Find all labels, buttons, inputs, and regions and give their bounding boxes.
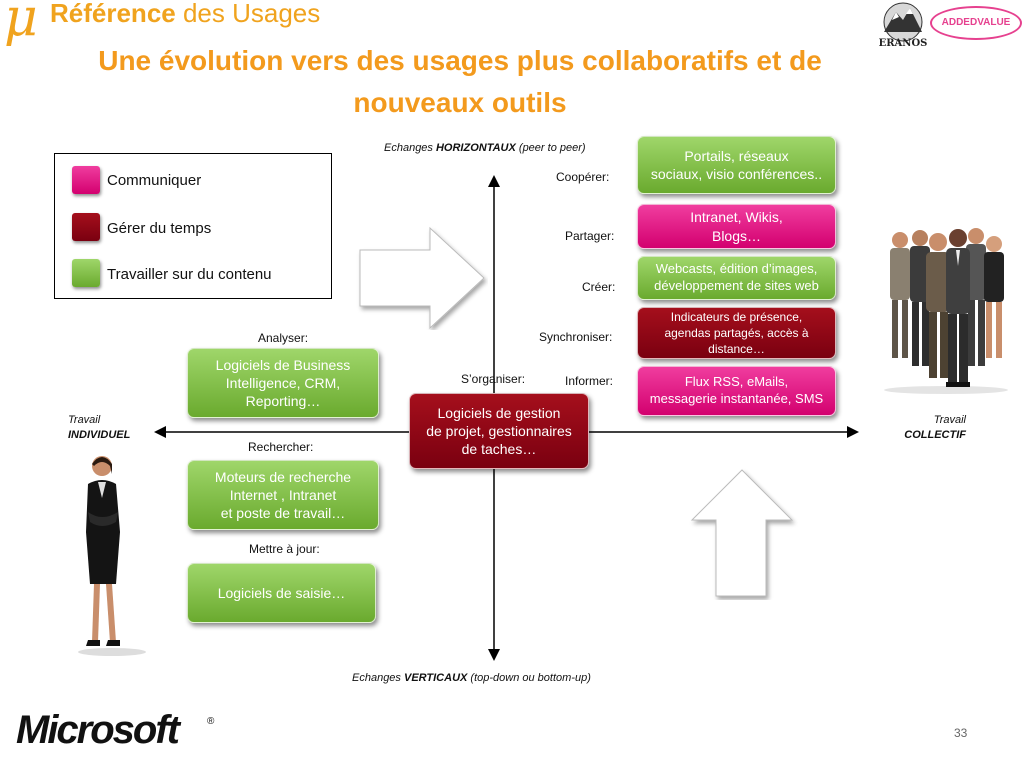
- microsoft-logo: Microsoft: [16, 708, 180, 752]
- label-mettre-a-jour: Mettre à jour:: [249, 542, 320, 556]
- legend-label-contenu: Travailler sur du contenu: [107, 266, 272, 283]
- label-cooperer: Coopérer:: [556, 170, 610, 184]
- box-intranet: Intranet, Wikis,Blogs…: [637, 204, 836, 249]
- usages-word: des Usages: [175, 0, 321, 28]
- label-partager: Partager:: [565, 229, 615, 243]
- title-line-2: nouveaux outils: [353, 87, 567, 118]
- legend-swatch-gerer-temps: [72, 213, 100, 241]
- legend: [54, 153, 332, 299]
- page-number: 33: [954, 726, 968, 740]
- up-arrow-icon: [690, 469, 794, 597]
- label-sorganiser: S’organiser:: [461, 372, 526, 386]
- page-title: Une évolution vers des usages plus colla…: [60, 40, 860, 124]
- addedvalue-logo-text: ADDEDVALUE: [941, 17, 1011, 28]
- right-arrow-icon: [359, 226, 485, 330]
- business-team-icon: [884, 228, 1008, 394]
- reference-word: Référence: [50, 0, 176, 28]
- businesswoman-icon: [78, 456, 146, 656]
- legend-swatch-communiquer: [72, 166, 100, 194]
- label-analyser: Analyser:: [258, 331, 309, 345]
- label-creer: Créer:: [582, 280, 616, 294]
- box-saisie: Logiciels de saisie…: [187, 563, 376, 623]
- bottom-axis-label: Echanges VERTICAUX (top-down ou bottom-u…: [352, 672, 591, 684]
- registered-mark: ®: [207, 716, 215, 727]
- legend-swatch-contenu: [72, 259, 100, 287]
- box-flux: Flux RSS, eMails,messagerie instantanée,…: [637, 366, 836, 416]
- eranos-logo-icon: [883, 2, 923, 42]
- top-axis-label: Echanges HORIZONTAUX (peer to peer): [384, 142, 586, 154]
- legend-label-communiquer: Communiquer: [107, 172, 202, 189]
- addedvalue-logo-ring: [930, 6, 1022, 40]
- eranos-logo-text: ERANOS: [878, 38, 928, 49]
- label-rechercher: Rechercher:: [248, 440, 314, 454]
- reference-usages-heading: Référence des Usages: [50, 0, 320, 26]
- label-synchroniser: Synchroniser:: [539, 330, 613, 344]
- label-informer: Informer:: [565, 374, 614, 388]
- mu-logo: μ: [4, 0, 38, 48]
- box-indicateurs: Indicateurs de présence,agendas partagés…: [637, 307, 836, 359]
- title-line-1: Une évolution vers des usages plus colla…: [98, 45, 822, 76]
- box-webcasts: Webcasts, édition d’images,développement…: [637, 256, 836, 300]
- legend-label-gerer-temps: Gérer du temps: [107, 220, 212, 237]
